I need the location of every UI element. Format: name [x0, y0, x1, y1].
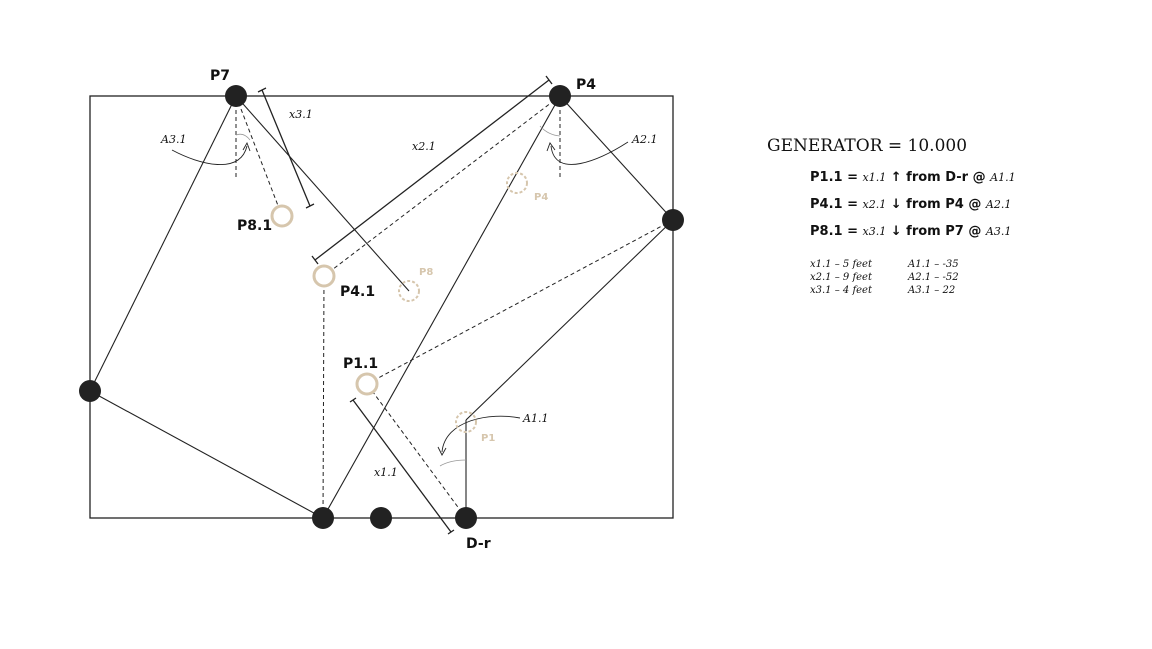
edge-p7-left — [89, 95, 237, 392]
rule-p41: P4.1 = x2.1 ↓ from P4 @ A2.1 — [810, 197, 1147, 212]
rule-angle: A2.1 — [985, 198, 1012, 211]
angle-arc-a11 — [439, 459, 467, 467]
node-dr — [455, 507, 477, 529]
rule-angle: A3.1 — [985, 225, 1012, 238]
rule-target: P8.1 = — [810, 224, 858, 239]
edge-p4-right — [559, 95, 674, 221]
label-x11: x1.1 — [374, 466, 398, 479]
label-p4: P4 — [576, 77, 596, 93]
node-p81 — [270, 204, 294, 228]
dashed-dr-p11 — [366, 383, 467, 519]
rule-direction: ↓ from P7 @ — [890, 224, 982, 239]
dimension-x11 — [352, 399, 452, 533]
label-ghost-p8: P8 — [419, 267, 433, 278]
dashed-p11-right — [366, 219, 674, 385]
ghost-node-p1 — [455, 411, 477, 433]
label-ghost-p4: P4 — [534, 192, 548, 203]
value-a11: A1.1 – -35 — [908, 259, 959, 270]
ghost-node-p4 — [506, 172, 528, 194]
rule-target: P1.1 = — [810, 170, 858, 185]
label-p7: P7 — [210, 68, 230, 84]
edge-p7-p8 — [235, 95, 410, 292]
value-a31: A3.1 – 22 — [908, 285, 956, 296]
generator-title: GENERATOR = 10.000 — [767, 136, 968, 156]
label-p41: P4.1 — [340, 284, 375, 300]
arrow-a11 — [441, 415, 521, 453]
node-right — [662, 209, 684, 231]
label-p11: P1.1 — [343, 356, 378, 372]
edge-bottom-p4 — [322, 95, 561, 519]
value-table: x1.1 – 5 feet A1.1 – -35 x2.1 – 9 feet A… — [810, 259, 1147, 296]
label-a21: A2.1 — [631, 133, 657, 146]
rule-distance: x1.1 — [862, 171, 887, 184]
angle-arc-a31 — [235, 133, 251, 141]
angle-arc-a21 — [539, 125, 561, 137]
dashed-p41-bottom — [322, 275, 325, 519]
room-boundary — [89, 95, 674, 519]
dimension-x31 — [261, 89, 311, 207]
label-dr: D-r — [466, 536, 491, 552]
arrow-a21 — [550, 141, 629, 165]
rule-target: P4.1 = — [810, 197, 858, 212]
edge-left-bottom — [89, 390, 324, 519]
rule-angle: A1.1 — [990, 171, 1016, 184]
rule-p11: P1.1 = x1.1 ↑ from D-r @ A1.1 — [810, 170, 1147, 185]
label-ghost-p1: P1 — [481, 433, 495, 444]
node-p41 — [312, 264, 336, 288]
arrow-a31 — [171, 145, 248, 166]
node-p11 — [355, 372, 379, 396]
node-p4 — [549, 85, 571, 107]
value-x31: x3.1 – 4 feet — [810, 285, 872, 296]
dashed-p7-p81 — [235, 95, 283, 217]
node-left — [79, 380, 101, 402]
rule-distance: x3.1 — [862, 225, 887, 238]
rule-direction: ↑ from D-r @ — [890, 170, 986, 185]
value-x11: x1.1 – 5 feet — [810, 259, 872, 270]
value-x21: x2.1 – 9 feet — [810, 272, 872, 283]
rule-p81: P8.1 = x3.1 ↓ from P7 @ A3.1 — [810, 224, 1147, 239]
node-bottom-mid — [370, 507, 392, 529]
label-a11: A1.1 — [522, 412, 548, 425]
dimension-x21 — [314, 79, 550, 261]
label-p81: P8.1 — [237, 218, 272, 234]
ghost-node-p8 — [398, 280, 420, 302]
label-a31: A3.1 — [160, 133, 186, 146]
label-x31: x3.1 — [289, 108, 313, 121]
value-a21: A2.1 – -52 — [908, 272, 959, 283]
dashed-p4-p41 — [323, 95, 561, 277]
generator-panel: GENERATOR = 10.000 P1.1 = x1.1 ↑ from D-… — [767, 136, 1147, 296]
node-p7 — [225, 85, 247, 107]
rule-direction: ↓ from P4 @ — [890, 197, 982, 212]
edge-right-p1 — [465, 219, 674, 421]
rule-distance: x2.1 — [862, 198, 887, 211]
node-bottom-left — [312, 507, 334, 529]
label-x21: x2.1 — [412, 140, 436, 153]
